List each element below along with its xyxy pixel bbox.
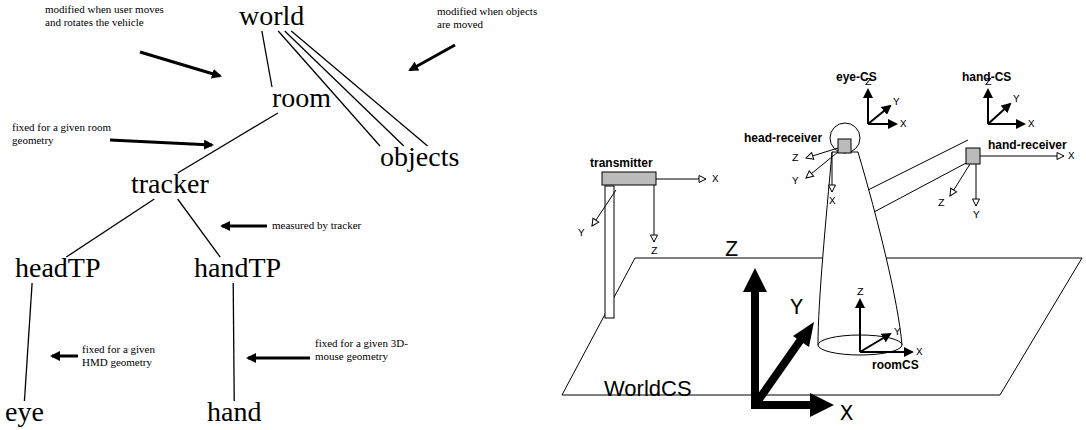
annotation-note: fixed for a given 3D-mouse geometry	[315, 337, 425, 362]
node-label: headTP	[15, 254, 101, 282]
frame-label: hand-receiver	[988, 138, 1067, 152]
annotation-note: fixed for a given HMD geometry	[82, 343, 177, 368]
axis-label: X	[1068, 151, 1075, 162]
tree-node: objects	[380, 143, 459, 171]
tree-node: world	[239, 2, 304, 30]
node-label: eye	[5, 398, 44, 426]
axis-label: Y	[578, 228, 585, 239]
axis-label: Z	[938, 198, 945, 209]
tree-node: headTP	[15, 254, 101, 282]
node-label: room	[272, 84, 331, 112]
frame-label: transmitter	[590, 156, 653, 170]
tree-node: eye	[5, 398, 44, 426]
axis-label: Z	[985, 77, 992, 88]
frame-label: roomCS	[872, 358, 919, 372]
tree-link	[24, 283, 32, 401]
node-label: handTP	[194, 254, 281, 282]
node-label: world	[239, 2, 304, 30]
axis-label: Z	[792, 153, 799, 164]
annotation-note: modified when user moves and rotates the…	[45, 3, 180, 28]
node-label: hand	[207, 398, 261, 426]
coordinate-axes	[806, 90, 1064, 352]
axis-label: Z	[857, 287, 864, 298]
axis-label: Y	[790, 298, 803, 320]
node-label: tracker	[131, 170, 209, 198]
tree-link	[178, 113, 278, 173]
axis-label: Y	[893, 97, 900, 108]
transmitter-figure	[592, 172, 706, 318]
axis-label: Z	[651, 246, 658, 257]
tree-node: tracker	[131, 170, 209, 198]
axis-label: Y	[792, 176, 799, 187]
axis-label: Y	[973, 210, 980, 221]
frame-label: WorldCS	[604, 378, 692, 400]
axis-label: X	[916, 347, 923, 358]
axis-label: X	[900, 119, 907, 130]
axis-label: Z	[725, 240, 738, 262]
person-figure	[818, 123, 980, 355]
annotation-arrows	[52, 45, 455, 358]
axis-label: X	[829, 196, 836, 207]
tree-node: hand	[207, 398, 261, 426]
tree-link	[262, 31, 272, 87]
tree-node: room	[272, 84, 331, 112]
axis-label: Y	[894, 327, 901, 338]
tree-node: handTP	[194, 254, 281, 282]
axis-label: Z	[865, 77, 872, 88]
tree-link	[233, 283, 234, 401]
axis-label: X	[1028, 119, 1035, 130]
annotation-note: modified when objects are moved	[437, 5, 552, 30]
axis-label: Y	[1013, 94, 1020, 105]
frame-label: head-receiver	[744, 131, 822, 145]
annotation-note: measured by tracker	[272, 219, 361, 232]
tree-link	[66, 199, 154, 257]
world-axes	[743, 268, 834, 417]
node-label: objects	[380, 143, 459, 171]
tree-link	[178, 199, 221, 257]
axis-label: X	[712, 174, 719, 185]
axis-label: X	[840, 404, 853, 426]
annotation-note: fixed for a given room geometry	[12, 121, 127, 146]
